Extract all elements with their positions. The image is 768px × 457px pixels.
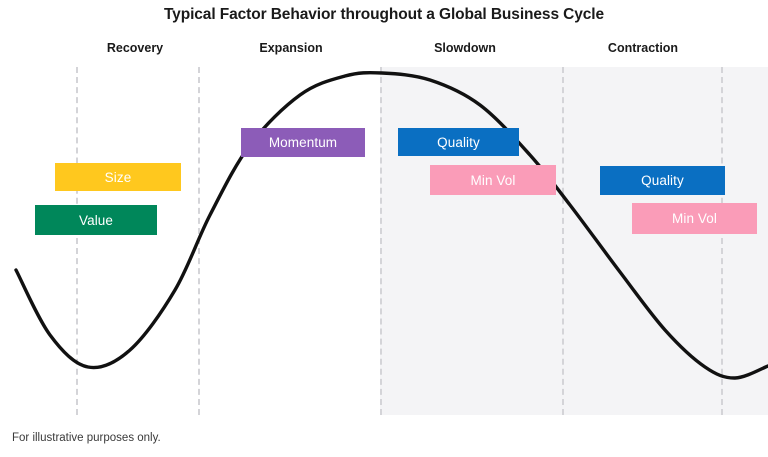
factor-box-quality-contraction: Quality [600,166,725,195]
phase-label-expansion: Expansion [259,41,323,55]
shaded-region [380,67,768,415]
phase-label-slowdown: Slowdown [434,41,496,55]
factor-box-momentum-expansion: Momentum [241,128,365,157]
factor-box-size-recovery: Size [55,163,181,191]
phase-divider-4 [721,67,723,415]
phase-label-contraction: Contraction [607,41,679,55]
phase-divider-0 [76,67,78,415]
factor-box-min-vol-slowdown: Min Vol [430,165,556,195]
footnote: For illustrative purposes only. [12,432,161,444]
chart-title: Typical Factor Behavior throughout a Glo… [163,6,605,23]
factor-box-value-recovery: Value [35,205,157,235]
factor-box-quality-slowdown: Quality [398,128,519,156]
factor-box-min-vol-contraction: Min Vol [632,203,757,234]
phase-divider-3 [562,67,564,415]
phase-label-recovery: Recovery [106,41,164,55]
phase-divider-2 [380,67,382,415]
business-cycle-curve [14,70,768,380]
